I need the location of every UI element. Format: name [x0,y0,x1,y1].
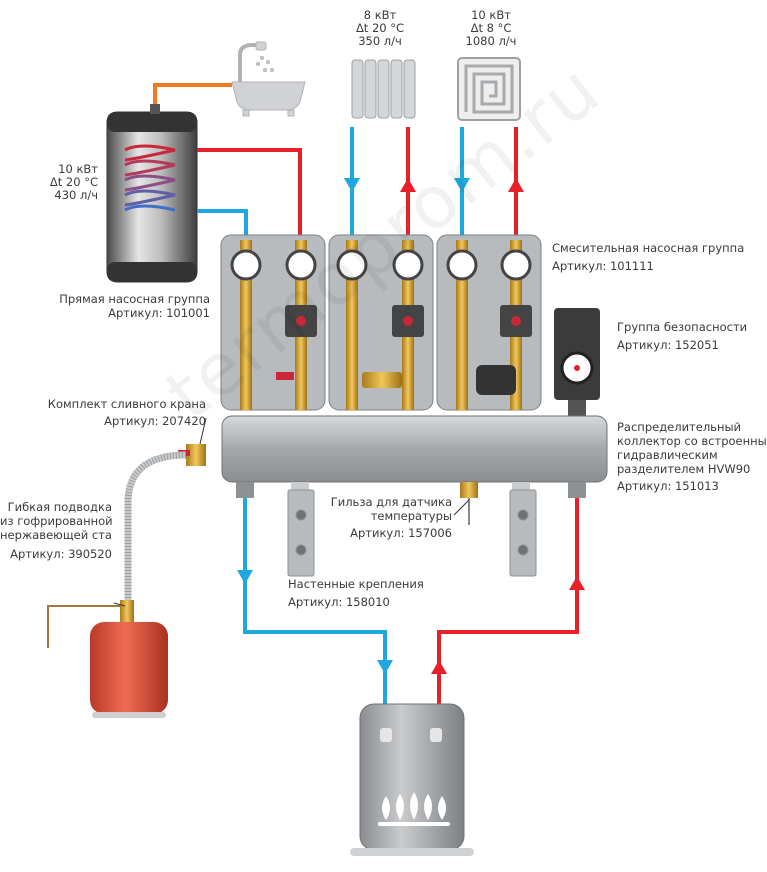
tank-pipes [197,148,302,245]
flex-hose-name-1: Гибкая подводка [7,500,112,514]
wall-brackets [287,489,537,577]
gas-boiler [350,703,474,856]
manifold-article: Артикул: 151013 [617,479,719,493]
tank-dt: Δt 20 °C [49,175,98,189]
wall-mounts-article: Артикул: 158010 [288,595,390,609]
tank-power: 10 кВт [58,162,98,176]
floor-heating-flow: 1080 л/ч [465,34,517,48]
expansion-vessel [47,600,168,718]
sensor-sleeve-name-2: температуры [370,509,452,523]
leader-lines [113,417,470,607]
manifold-name-2: коллектор со встроенным [617,434,767,448]
mixing-group-name: Смесительная насосная группа [552,241,745,255]
dhw-pipe [153,83,232,110]
wall-mounts-name: Настенные крепления [288,577,424,591]
pump-module-1 [220,234,326,411]
drain-kit-name: Комплект сливного крана [47,397,206,411]
sensor-sleeve-article: Артикул: 157006 [350,526,452,540]
radiator-pipes [344,127,416,245]
radiator-dt: Δt 20 °C [355,21,405,35]
safety-group-article: Артикул: 152051 [617,338,719,352]
flex-hose-article: Артикул: 390520 [10,547,112,561]
boiler-pipes [237,498,585,705]
bathtub-icon [231,41,306,117]
mixing-group-article: Артикул: 101111 [552,259,654,273]
flex-hose [124,451,187,605]
floor-heating-power: 10 кВт [471,8,511,22]
manifold-name-4: разделителем HVW90 [617,462,751,476]
radiator-icon [351,59,416,119]
flame-icon [378,792,450,826]
direct-group-name: Прямая насосная группа [59,292,210,306]
manifold-name-3: гидравлическим [617,448,718,462]
manifold-name-1: Распределительный [617,420,742,434]
flex-hose-name-3: нержавеющей стали [0,528,112,542]
radiator-flow: 350 л/ч [358,34,402,48]
radiator-power: 8 кВт [363,8,397,22]
pump-module-3 [436,234,542,411]
floor-heating-dt: Δt 8 °C [470,21,512,35]
pump-module-2 [328,234,434,411]
drain-kit-article: Артикул: 207420 [104,414,206,428]
distribution-manifold [221,415,608,498]
safety-group [554,308,600,420]
flex-hose-name-2: из гофрированной [0,514,113,528]
direct-group-article: Артикул: 101001 [108,306,210,320]
safety-group-name: Группа безопасности [617,320,748,334]
tank-flow: 430 л/ч [54,188,98,202]
floor-heating-pipes [454,127,524,245]
water-heater-tank [106,104,198,283]
floor-heating-icon [457,57,521,121]
sensor-sleeve-name-1: Гильза для датчика [330,495,452,509]
